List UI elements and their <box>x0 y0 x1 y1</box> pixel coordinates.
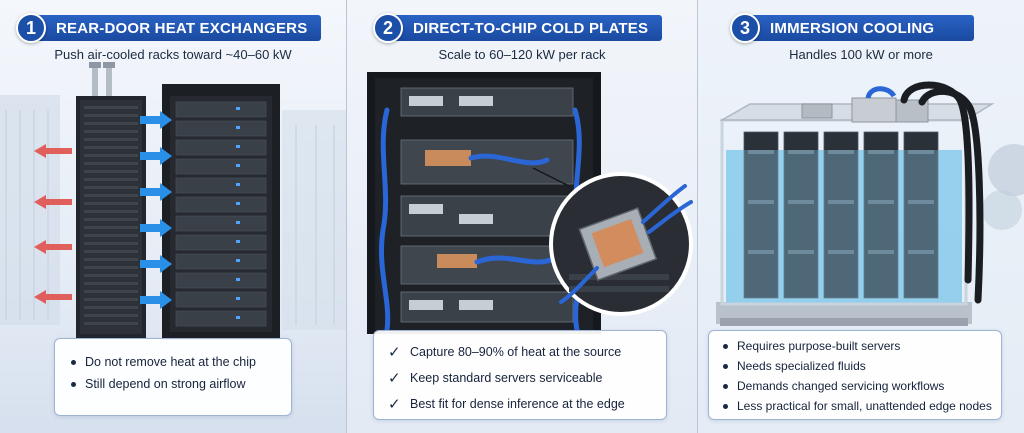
point-text: Demands changed servicing workflows <box>737 379 945 393</box>
point-text: Needs specialized fluids <box>737 359 866 373</box>
point-text: Still depend on strong airflow <box>85 377 246 391</box>
check-icon: ✓ <box>388 396 401 413</box>
check-icon: ✓ <box>388 370 401 387</box>
list-item: ✓ Best fit for dense inference at the edg… <box>388 395 666 413</box>
point-text: Keep standard servers serviceable <box>410 371 603 385</box>
section-number: 2 <box>373 13 403 43</box>
section-header: 1 REAR-DOOR HEAT EXCHANGERS <box>16 13 322 43</box>
section-title: REAR-DOOR HEAT EXCHANGERS <box>36 15 322 41</box>
immersion-tank-illustration <box>716 81 1024 326</box>
section-subtitle: Handles 100 kW or more <box>789 47 933 62</box>
section-number: 3 <box>730 13 760 43</box>
point-text: Less practical for small, unattended edg… <box>737 399 992 413</box>
point-text: Requires purpose-built servers <box>737 339 901 353</box>
list-item: Still depend on strong airflow <box>71 377 291 391</box>
list-item: Requires purpose-built servers <box>723 339 1001 353</box>
section-title: DIRECT-TO-CHIP COLD PLATES <box>393 15 663 41</box>
section-header: 2 DIRECT-TO-CHIP COLD PLATES <box>373 13 663 43</box>
bullet-icon <box>71 381 76 387</box>
section-cold-plates: 2 DIRECT-TO-CHIP COLD PLATES Scale to 60… <box>347 0 697 433</box>
section-points-box: Requires purpose-built servers Needs spe… <box>708 330 1002 420</box>
cold-plate-rack-illustration <box>367 72 693 334</box>
bullet-icon <box>723 363 728 369</box>
section-points-box: Do not remove heat at the chip Still dep… <box>54 338 292 416</box>
section-number: 1 <box>16 13 46 43</box>
section-header: 3 IMMERSION COOLING <box>730 13 975 43</box>
hot-air-arrow-icon <box>34 144 72 304</box>
section-immersion: 3 IMMERSION COOLING Handles 100 kW or mo… <box>698 0 1024 433</box>
list-item: ✓ Keep standard servers serviceable <box>388 369 666 387</box>
point-text: Do not remove heat at the chip <box>85 355 256 369</box>
bullet-icon <box>723 343 728 349</box>
rear-door-rack-illustration <box>0 62 346 340</box>
list-item: ✓ Capture 80–90% of heat at the source <box>388 343 666 361</box>
cool-air-arrow-icon <box>140 111 172 309</box>
list-item: Needs specialized fluids <box>723 359 1001 373</box>
section-title: IMMERSION COOLING <box>750 15 975 41</box>
list-item: Do not remove heat at the chip <box>71 355 291 369</box>
check-icon: ✓ <box>388 344 401 361</box>
section-points-box: ✓ Capture 80–90% of heat at the source ✓ K… <box>373 330 667 420</box>
list-item: Demands changed servicing workflows <box>723 379 1001 393</box>
section-subtitle: Push air-cooled racks toward ~40–60 kW <box>54 47 292 62</box>
point-text: Capture 80–90% of heat at the source <box>410 345 622 359</box>
bullet-icon <box>723 403 728 409</box>
section-subtitle: Scale to 60–120 kW per rack <box>438 47 606 62</box>
bullet-icon <box>723 383 728 389</box>
point-text: Best fit for dense inference at the edge <box>410 397 625 411</box>
list-item: Less practical for small, unattended edg… <box>723 399 1001 413</box>
bullet-icon <box>71 359 76 365</box>
section-rear-door: 1 REAR-DOOR HEAT EXCHANGERS Push air-coo… <box>0 0 346 433</box>
